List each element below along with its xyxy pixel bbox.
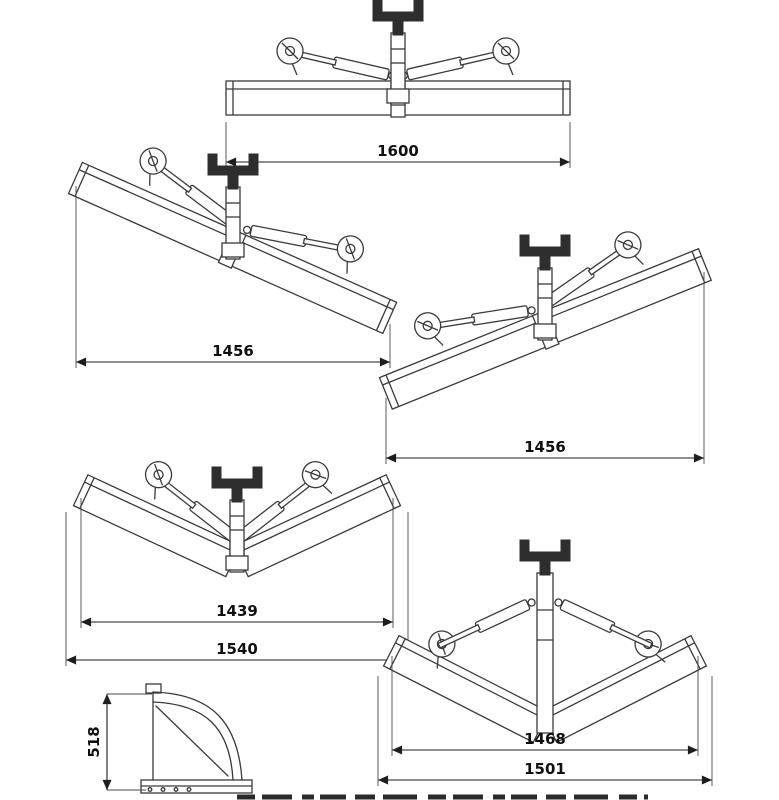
view-angled-right-position: 1456: [378, 227, 712, 464]
mount-bracket: [207, 153, 259, 190]
dimension-side-height: 518: [85, 693, 152, 791]
dimension-text: 1439: [216, 602, 258, 620]
left-hydraulic-cylinder: [436, 595, 538, 652]
dimension-angled-left-width: 1456: [75, 186, 391, 368]
dimension-text: 518: [85, 726, 103, 757]
dimension-text: 1456: [212, 342, 254, 360]
moldboard-inner-curve: [152, 701, 234, 781]
left-hydraulic-cylinder: [290, 46, 398, 83]
left-trip-spring: [135, 456, 177, 503]
center-mast: [536, 572, 554, 734]
right-hydraulic-cylinder: [398, 46, 506, 83]
left-blade: [382, 635, 550, 743]
right-trip-spring: [297, 456, 339, 503]
bolt: [186, 787, 192, 792]
bolt: [147, 787, 153, 792]
dimension-text: 1468: [524, 730, 566, 748]
dimension-angled-right-width: 1456: [385, 272, 705, 464]
right-trip-spring: [328, 231, 369, 277]
right-trip-spring: [610, 227, 650, 273]
left-trip-spring: [130, 143, 171, 189]
mount-bracket: [519, 539, 571, 576]
right-blade: [228, 233, 398, 335]
dimension-text: 1540: [216, 640, 258, 658]
left-blade: [378, 314, 549, 410]
dimension-text: 1600: [377, 142, 419, 160]
view-straight-position: 1600: [225, 0, 571, 168]
moldboard-outer-curve: [152, 691, 243, 781]
right-blade: [401, 80, 571, 116]
dimension-text: 1501: [524, 760, 566, 778]
dimension-v-point-outer: 1501: [377, 676, 713, 786]
center-mast: [386, 32, 410, 106]
dimension-text: 1456: [524, 438, 566, 456]
view-v-point-position: 1468 1501: [377, 539, 713, 786]
mount-bracket: [372, 0, 424, 36]
right-hydraulic-cylinder: [552, 595, 654, 652]
left-trip-spring: [276, 37, 304, 76]
view-v-open-position: 1439 1540: [65, 456, 409, 666]
left-blade: [225, 80, 395, 116]
left-trip-spring: [410, 308, 450, 354]
view-angled-left-position: 1456: [67, 143, 398, 368]
dimension-v-point-inner: 1468: [391, 656, 699, 756]
bolt: [173, 787, 179, 792]
right-blade: [540, 635, 708, 743]
dimension-straight-width: 1600: [225, 122, 571, 168]
right-blade: [542, 248, 712, 344]
mount-bracket: [211, 466, 263, 503]
view-side-profile: 518: [85, 683, 253, 794]
bolt: [160, 787, 166, 792]
rib-line: [155, 705, 229, 777]
dimension-v-open-inner: 1439: [80, 498, 394, 628]
right-trip-spring: [492, 37, 520, 76]
mount-bracket: [519, 234, 571, 271]
